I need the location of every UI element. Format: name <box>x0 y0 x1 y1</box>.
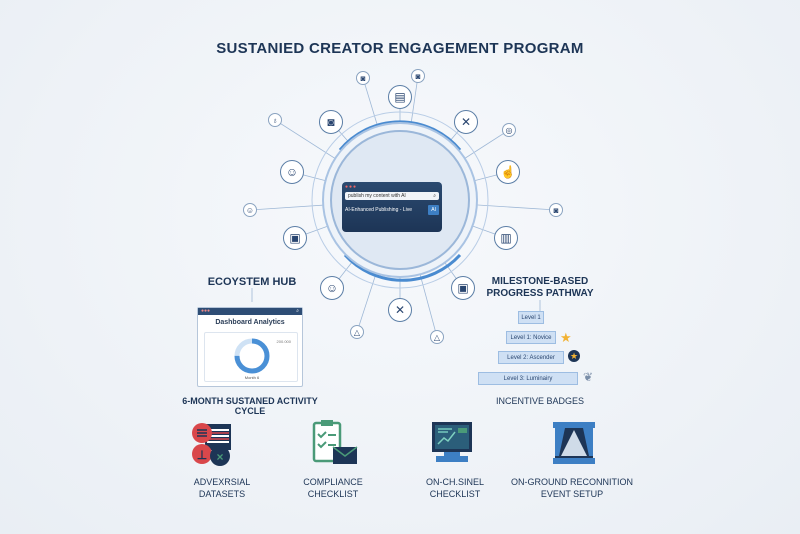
star-medal-icon: ★ <box>568 350 580 362</box>
dataset-stack-icon: ⊥ × <box>192 423 231 466</box>
document-icon[interactable]: ▤ <box>388 85 412 109</box>
level-step[interactable]: Level 1 <box>518 311 544 324</box>
svg-text:⊥: ⊥ <box>197 448 207 462</box>
svg-text:×: × <box>216 450 223 464</box>
incentive-badges-label: INCENTIVE BADGES <box>495 396 585 406</box>
person-icon[interactable]: ☺ <box>320 276 344 300</box>
microphone-icon[interactable]: ♁ <box>268 113 282 127</box>
milestone-label-line1: MILESTONE-BASED <box>491 276 589 287</box>
camera-icon[interactable]: ◙ <box>411 69 425 83</box>
target-icon[interactable]: ◎ <box>502 123 516 137</box>
search-icon: ⌕ <box>433 193 436 199</box>
dashboard-title: Dashboard Analytics <box>215 319 285 326</box>
analytics-panel: 200.000 Month 6 <box>204 332 298 382</box>
level-step[interactable]: Level 2: Ascender <box>498 351 564 364</box>
person-icon[interactable]: ☺ <box>280 160 304 184</box>
monitor-chart-icon <box>432 422 472 462</box>
window-controls: ●●● <box>201 308 211 314</box>
chart-icon[interactable]: ▥ <box>494 226 518 250</box>
camera-icon[interactable]: ◙ <box>549 203 563 217</box>
tools-icon[interactable]: ✕ <box>388 298 412 322</box>
metric-value: 200.000 <box>276 339 291 344</box>
search-text: publish my content with AI <box>348 193 406 199</box>
page-title: SUSTANIED CREATOR ENGAGEMENT PROGRAM <box>216 40 584 57</box>
milestone-label-line2: PROGRESS PATHWAY <box>486 288 594 299</box>
image-icon[interactable]: ▣ <box>283 226 307 250</box>
level-step[interactable]: Level 3: Luminairy <box>478 372 578 385</box>
person-icon[interactable]: ☺ <box>243 203 257 217</box>
progress-ring <box>234 338 270 374</box>
tools-icon[interactable]: ✕ <box>454 110 478 134</box>
clipboard-checklist-icon <box>312 420 358 464</box>
alert-icon[interactable]: △ <box>350 325 364 339</box>
ai-publishing-window[interactable]: ●●● publish my content with AI ⌕ AI-Enhan… <box>342 182 442 232</box>
live-status-text: AI-Enhanced Publishing - Live <box>345 207 412 213</box>
search-input[interactable]: publish my content with AI ⌕ <box>345 192 439 200</box>
month-label: Month 6 <box>244 375 260 380</box>
activity-cycle-label: 6-MONTH SUSTANED ACTIVITY CYCLE <box>182 396 318 416</box>
camera-icon[interactable]: ◙ <box>356 71 370 85</box>
bell-icon[interactable]: △ <box>430 330 444 344</box>
level-step[interactable]: Level 1: Novice <box>506 331 556 344</box>
search-icon[interactable]: ⌕ <box>296 308 299 314</box>
stage-icon <box>553 422 595 464</box>
ai-badge[interactable]: AI <box>428 205 439 215</box>
laurel-badge-icon: ❦ <box>583 370 594 384</box>
dashboard-analytics-window[interactable]: ●●● ⌕ Dashboard Analytics 200.000 Month 6 <box>197 307 303 387</box>
touch-icon[interactable]: ☝ <box>496 160 520 184</box>
camera-icon[interactable]: ◙ <box>319 110 343 134</box>
ecosystem-hub-label: ECOYSTEM HUB <box>207 276 297 288</box>
window-controls: ●●● <box>345 184 358 190</box>
star-badge-icon: ★ <box>560 330 572 345</box>
image-icon[interactable]: ▣ <box>451 276 475 300</box>
